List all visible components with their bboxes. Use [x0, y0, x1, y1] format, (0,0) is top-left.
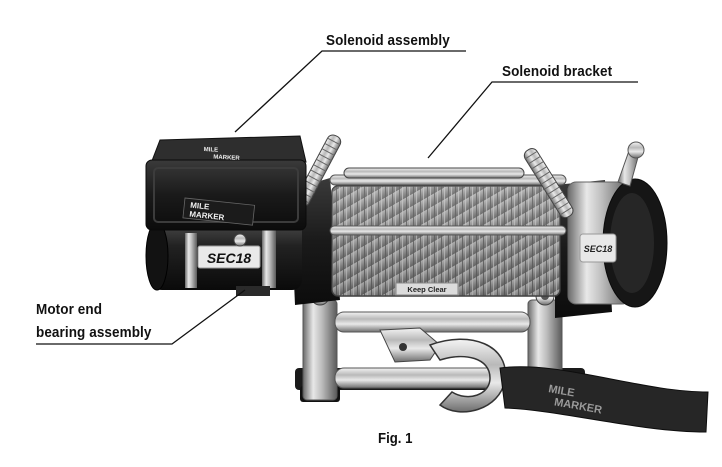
callout-motor-end-line1: Motor end [36, 301, 103, 318]
strap-logo-line1: MILE [547, 383, 575, 399]
gearbox-model-label: SEC18 [584, 244, 613, 254]
winch-hook [379, 327, 507, 413]
hook-strap: MILE MARKER [499, 366, 709, 433]
solenoid-bracket-springs [295, 134, 574, 219]
leader-motor-end [36, 289, 246, 345]
callout-solenoid-assembly: Solenoid assembly [326, 32, 450, 49]
leader-solenoid-bracket [427, 81, 638, 159]
fairlead-rollers [302, 286, 563, 401]
box-logo-line2: MARKER [189, 210, 225, 223]
leader-solenoid-assembly [234, 50, 466, 133]
box-logo-line1: MILE [190, 201, 211, 212]
leader-lines [36, 50, 638, 345]
lid-logo-line2: MARKER [213, 155, 240, 162]
callout-solenoid-bracket: Solenoid bracket [502, 63, 613, 80]
lid-logo-line1: MILE [204, 147, 219, 154]
figure-caption: Fig. 1 [378, 430, 413, 447]
callout-motor-end-line2: bearing assembly [36, 324, 152, 341]
solenoid-box: MILE MARKER MILE MARKER [145, 135, 307, 231]
motor: SEC18 [145, 221, 302, 296]
drum-keep-clear-label: Keep Clear [407, 285, 446, 294]
motor-model-label: SEC18 [207, 250, 252, 266]
cable-drum: Keep Clear [331, 185, 561, 297]
gearbox-housing: SEC18 [555, 141, 668, 318]
